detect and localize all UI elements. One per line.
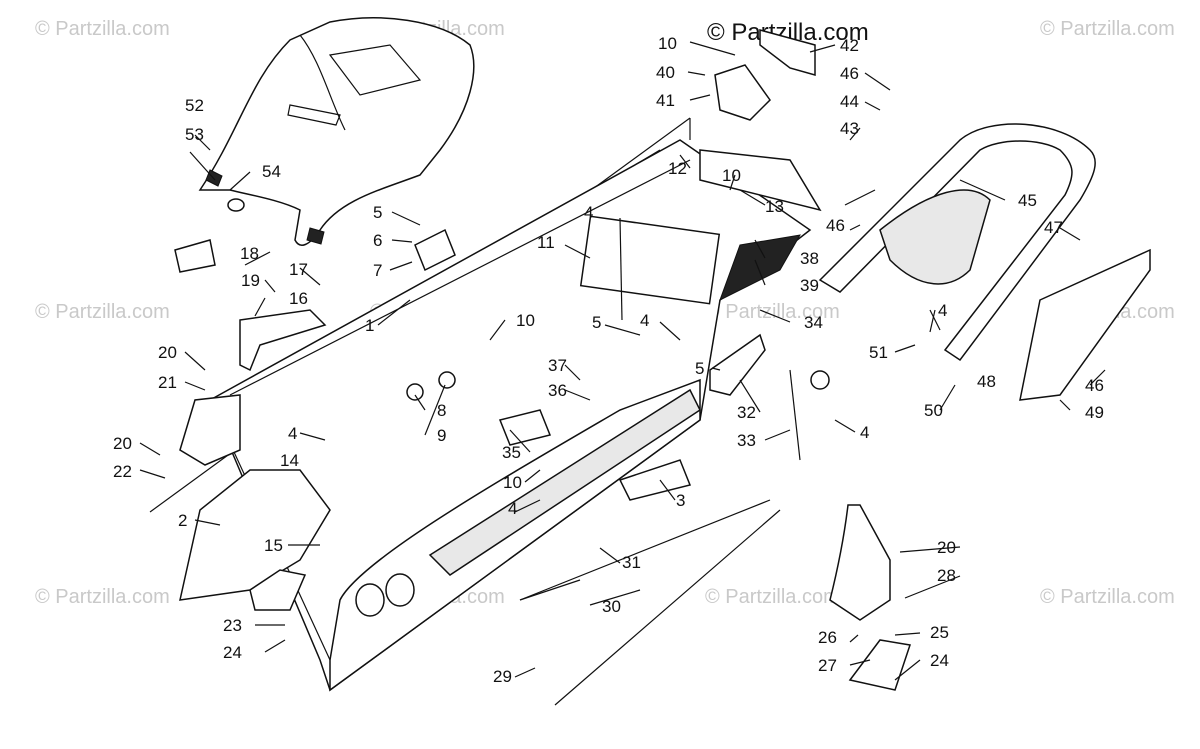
watermark: © Partzilla.com bbox=[705, 301, 840, 323]
callout-46: 46 bbox=[826, 216, 845, 235]
seat-part bbox=[198, 17, 475, 246]
callout-49: 49 bbox=[1085, 403, 1104, 422]
callout-47: 47 bbox=[1044, 218, 1063, 237]
callout-24: 24 bbox=[930, 651, 949, 670]
callout-50: 50 bbox=[924, 401, 943, 420]
callout-21: 21 bbox=[158, 373, 177, 392]
callouts: 1 2 3 4 4 4 4 4 4 5 5 5 6 7 8 9 10 10 10… bbox=[113, 34, 1104, 686]
callout-52: 52 bbox=[185, 96, 204, 115]
callout-39: 39 bbox=[800, 276, 819, 295]
callout-30: 30 bbox=[602, 597, 621, 616]
callout-16: 16 bbox=[289, 289, 308, 308]
callout-34: 34 bbox=[804, 313, 823, 332]
callout-40: 40 bbox=[656, 63, 675, 82]
callout-23: 23 bbox=[223, 616, 242, 635]
callout-45: 45 bbox=[1018, 191, 1037, 210]
callout-22: 22 bbox=[113, 462, 132, 481]
callout-42: 42 bbox=[840, 36, 859, 55]
callout-18: 18 bbox=[240, 244, 259, 263]
callout-10: 10 bbox=[516, 311, 535, 330]
callout-33: 33 bbox=[737, 431, 756, 450]
callout-5: 5 bbox=[695, 359, 704, 378]
callout-5: 5 bbox=[373, 203, 382, 222]
callout-8: 8 bbox=[437, 401, 446, 420]
callout-4: 4 bbox=[288, 424, 297, 443]
callout-26: 26 bbox=[818, 628, 837, 647]
callout-19: 19 bbox=[241, 271, 260, 290]
callout-38: 38 bbox=[800, 249, 819, 268]
callout-1: 1 bbox=[365, 316, 374, 335]
callout-20: 20 bbox=[937, 538, 956, 557]
callout-53: 53 bbox=[185, 125, 204, 144]
callout-46: 46 bbox=[840, 64, 859, 83]
callout-32: 32 bbox=[737, 403, 756, 422]
callout-24: 24 bbox=[223, 643, 242, 662]
callout-4: 4 bbox=[584, 203, 593, 222]
callout-41: 41 bbox=[656, 91, 675, 110]
callout-37: 37 bbox=[548, 356, 567, 375]
callout-31: 31 bbox=[622, 553, 641, 572]
callout-4: 4 bbox=[938, 301, 947, 320]
callout-13: 13 bbox=[765, 197, 784, 216]
callout-10: 10 bbox=[722, 166, 741, 185]
callout-6: 6 bbox=[373, 231, 382, 250]
callout-4: 4 bbox=[508, 499, 517, 518]
watermark: © Partzilla.com bbox=[35, 586, 170, 608]
callout-54: 54 bbox=[262, 162, 281, 181]
watermark: © Partzilla.com bbox=[35, 301, 170, 323]
callout-12: 12 bbox=[668, 159, 687, 178]
callout-14: 14 bbox=[280, 451, 299, 470]
watermark: © Partzilla.com bbox=[705, 586, 840, 608]
misc-parts bbox=[174, 29, 911, 706]
callout-28: 28 bbox=[937, 566, 956, 585]
callout-27: 27 bbox=[818, 656, 837, 675]
callout-51: 51 bbox=[869, 343, 888, 362]
watermark: © Partzilla.com bbox=[1040, 18, 1175, 40]
callout-2: 2 bbox=[178, 511, 187, 530]
callout-10: 10 bbox=[503, 473, 522, 492]
rear-bumper-part bbox=[818, 123, 1151, 401]
callout-7: 7 bbox=[373, 261, 382, 280]
callout-44: 44 bbox=[840, 92, 859, 111]
callout-35: 35 bbox=[502, 443, 521, 462]
callout-4: 4 bbox=[640, 311, 649, 330]
callout-25: 25 bbox=[930, 623, 949, 642]
watermark: © Partzilla.com bbox=[35, 18, 170, 40]
callout-15: 15 bbox=[264, 536, 283, 555]
callout-20: 20 bbox=[113, 434, 132, 453]
leader-lines bbox=[139, 41, 1106, 681]
callout-36: 36 bbox=[548, 381, 567, 400]
callout-17: 17 bbox=[289, 260, 308, 279]
callout-9: 9 bbox=[437, 426, 446, 445]
callout-43: 43 bbox=[840, 119, 859, 138]
callout-10: 10 bbox=[658, 34, 677, 53]
callout-48: 48 bbox=[977, 372, 996, 391]
tunnel-part bbox=[209, 139, 812, 692]
callout-5: 5 bbox=[592, 313, 601, 332]
callout-20: 20 bbox=[158, 343, 177, 362]
callout-46: 46 bbox=[1085, 376, 1104, 395]
watermark: © Partzilla.com bbox=[1040, 586, 1175, 608]
callout-29: 29 bbox=[493, 667, 512, 686]
callout-11: 11 bbox=[537, 233, 555, 252]
callout-4: 4 bbox=[860, 423, 869, 442]
callout-3: 3 bbox=[676, 491, 685, 510]
